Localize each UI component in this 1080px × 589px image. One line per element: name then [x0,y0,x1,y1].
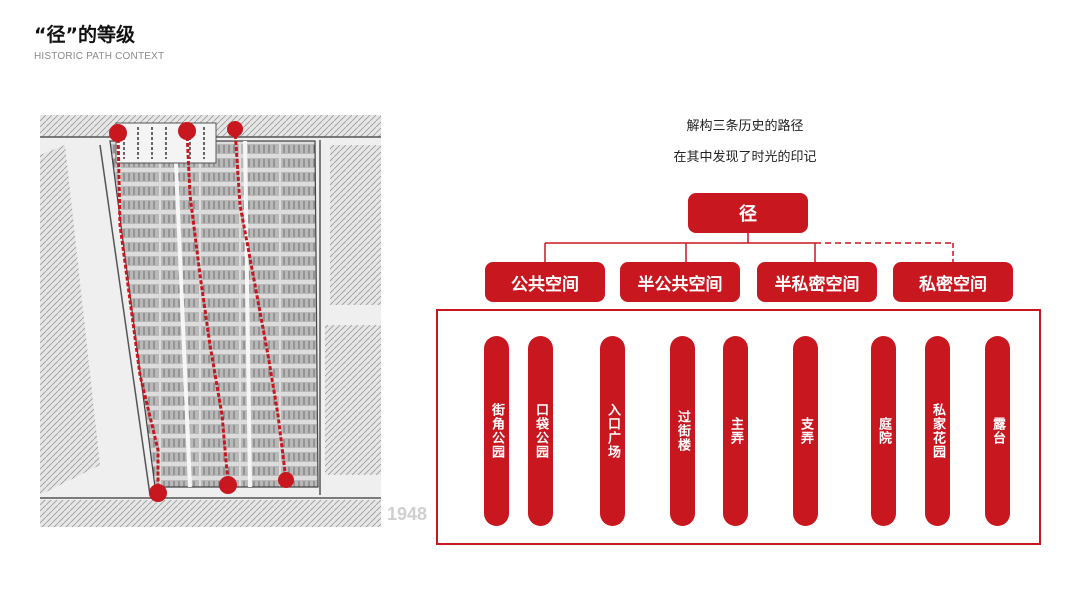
items-frame [436,309,1041,545]
category-public-space: 公共空间 [485,262,605,302]
map-drawing [40,115,381,527]
category-private-space: 私密空间 [893,262,1013,302]
item-entrance-plaza: 入口广场 [600,336,625,526]
page-subtitle: HISTORIC PATH CONTEXT [34,51,165,62]
item-pocket-park: 口袋公园 [528,336,553,526]
item-terrace: 露台 [985,336,1010,526]
item-main-lane: 主弄 [723,336,748,526]
historic-map [40,115,381,527]
item-courtyard: 庭院 [871,336,896,526]
intro-line-2: 在其中发现了时光的印记 [673,150,817,165]
page-title: “径”的等级 [34,24,135,46]
root-node: 径 [688,193,808,233]
category-semi-private-space: 半私密空间 [757,262,877,302]
intro-line-1: 解构三条历史的路径 [686,119,804,134]
item-street-corner-park: 街角公园 [484,336,509,526]
map-year-label: 1948 [387,504,428,524]
item-arcade-building: 过街楼 [670,336,695,526]
category-semi-public-space: 半公共空间 [620,262,740,302]
item-branch-lane: 支弄 [793,336,818,526]
item-private-garden: 私家花园 [925,336,950,526]
